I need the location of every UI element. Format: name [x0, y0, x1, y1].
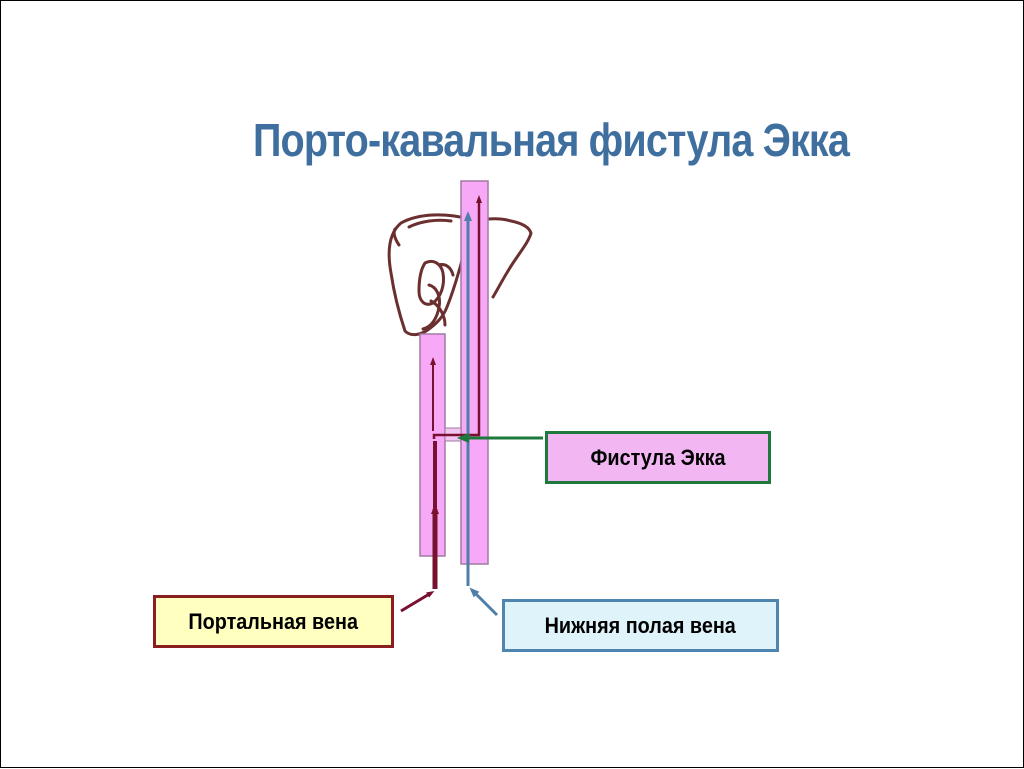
portal-vein-label: Портальная вена: [188, 608, 359, 634]
page-title: Порто-кавальная фистула Экка: [252, 114, 850, 166]
ivc-label-box: Нижняя полая вена: [502, 599, 779, 652]
portal-vein-pointer-arrow: [400, 590, 435, 613]
ivc-label: Нижняя полая вена: [544, 612, 737, 638]
liver-sketch-icon: [387, 213, 533, 337]
portal-diverted-flow-arrow: [432, 195, 482, 439]
fistula-label-box: Фистула Экка: [545, 431, 771, 484]
ivc-pointer-arrow: [469, 587, 499, 617]
portal-vein-label-box: Портальная вена: [153, 595, 394, 648]
inferior-vena-cava-vessel: [460, 180, 489, 565]
fistula-label: Фистула Экка: [590, 444, 726, 470]
